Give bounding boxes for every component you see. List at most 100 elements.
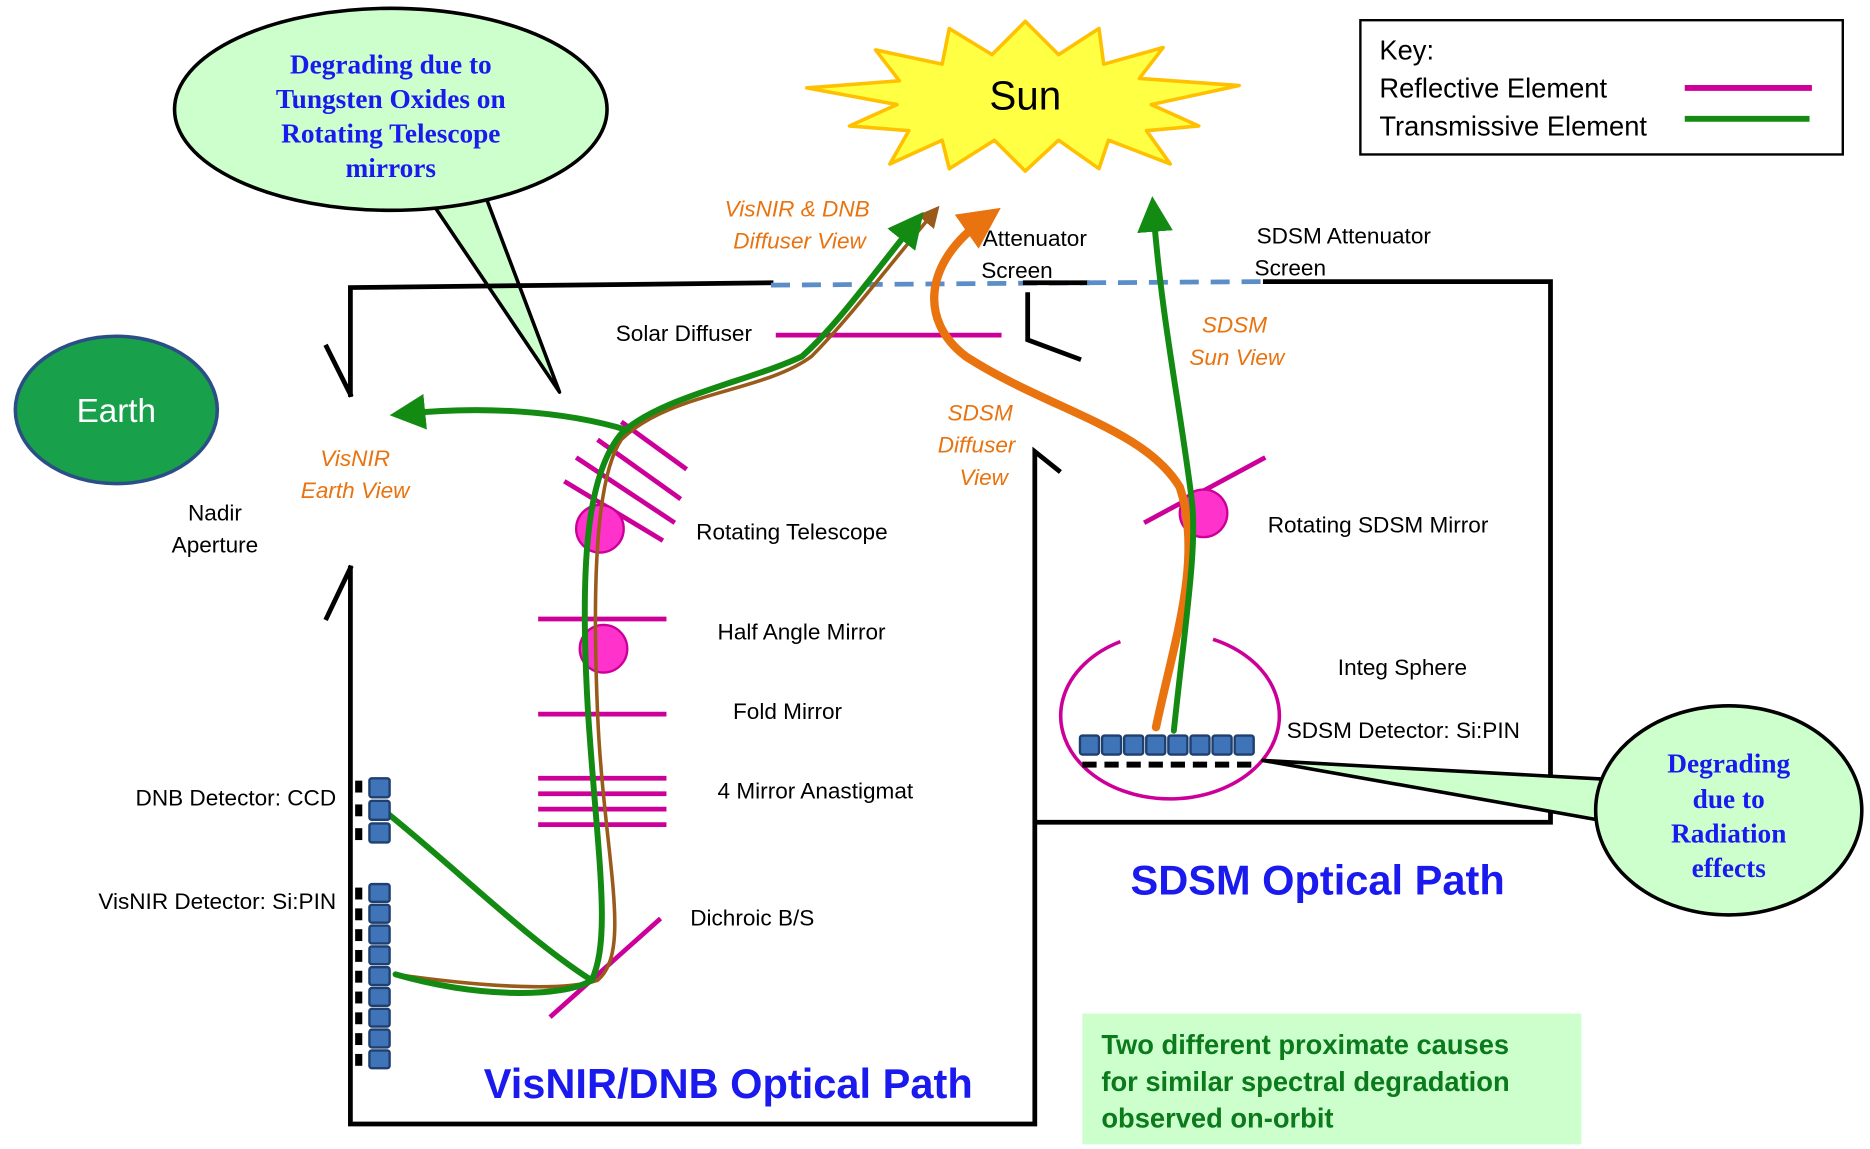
solar-diffuser-label: Solar Diffuser [616,321,753,346]
note-line-1: Two different proximate causes [1101,1029,1509,1060]
bubble-line-4: mirrors [346,153,437,183]
visnir-detector-label: VisNIR Detector: Si:PIN [98,889,336,914]
sdsm-pixel [1078,734,1101,756]
labels: Nadir Aperture VisNIR Earth View VisNIR … [98,196,1520,930]
earth-label: Earth [77,393,156,430]
sdsm-diffuser-ray [930,207,1193,732]
sdsm-attenuator-screen-line [1087,279,1266,286]
instrument-housing [323,279,1553,1127]
visnir-pixel [368,924,391,945]
visnir-top-wall [348,280,774,397]
nadir-baffle-upper [323,343,354,398]
light-rays [380,196,1197,996]
bubble-body [172,6,609,213]
dnb-pixel [368,799,391,822]
sdsm-pixel [1211,734,1233,756]
visnir-earth-view-line-1: VisNIR [320,446,390,471]
visnir-earth-view-line-2: Earth View [301,478,411,503]
note-box: Two different proximate causes for simil… [1082,1013,1582,1145]
dnb-detector-label: DNB Detector: CCD [136,786,337,811]
radiation-line-1: Degrading [1667,748,1790,778]
visnir-pixel [368,882,391,904]
radiation-degradation-bubble: Degrading due to Radiation effects [1261,704,1864,917]
visnir-detector-mark [355,970,363,983]
radiation-line-2: due to [1693,784,1765,814]
visnir-detector-mark [355,929,363,942]
nadir-aperture-line-2: Aperture [172,533,259,558]
bubble-line-2: Tungsten Oxides on [276,84,506,114]
sdsm-detector-mark [1082,761,1097,768]
visnir-detector-mark [355,887,363,900]
visnir-detector-mark [355,1053,363,1066]
sdsm-diffuser-view-line-2: Diffuser [938,433,1017,458]
sun-starburst [804,19,1241,173]
sdsm-detector-mark [1170,761,1185,768]
diffuser-baffle [1025,292,1082,362]
earth-ellipse [13,334,220,486]
dnb-pixel [368,822,391,844]
sun-label: Sun [989,72,1061,118]
visnir-pixel [368,986,391,1008]
radiation-bubble-body [1593,704,1864,917]
visnir-pixel [368,1007,391,1028]
sdsm-pixel [1189,734,1211,756]
sdsm-pixel [1122,734,1145,756]
four-mirror-anastigmat-label: 4 Mirror Anastigmat [718,778,914,803]
visnir-detector-mark [355,1012,363,1025]
visnir-path-title: VisNIR/DNB Optical Path [484,1060,973,1107]
attenuator-screen-line-2: Screen [981,258,1053,283]
sdsm-detector-mark [1214,761,1230,768]
sdsm-detector-mark [1148,761,1163,768]
integrating-sphere [1058,637,1282,801]
sdsm-pixel [1167,734,1189,756]
sdsm-sun-view-ray [1137,196,1197,734]
sdsm-detector-mark [1126,761,1141,768]
note-line-2: for similar spectral degradation [1101,1066,1509,1097]
key-legend: Key: Reflective Element Transmissive Ele… [1359,19,1844,156]
sdsm-sun-view-line-2: Sun View [1189,345,1286,370]
half-angle-mirror-label: Half Angle Mirror [718,619,887,644]
diffuser-view-line-2: Diffuser View [733,228,867,253]
sun: Sun [804,19,1241,173]
sdsm-attenuator-line-2: Screen [1255,256,1327,281]
sdsm-pixel [1145,734,1167,756]
visnir-diffuser-ray [392,211,924,996]
earth: Earth [13,334,220,486]
key-title: Key: [1379,34,1434,65]
sdsm-pixel [1100,734,1123,756]
visnir-pixel [368,966,391,987]
sdsm-attenuator-line-1: SDSM Attenuator [1257,224,1432,249]
visnir-detector-sipin [355,882,391,1070]
dichroic-label: Dichroic B/S [690,906,814,931]
sdsm-detector-mark [1192,761,1208,768]
sdsm-detector-mark [1237,761,1252,768]
nadir-aperture-line-1: Nadir [188,500,242,525]
nadir-baffle-lower [323,564,354,622]
key-transmissive-label: Transmissive Element [1379,110,1647,141]
rotating-telescope-label: Rotating Telescope [696,519,887,544]
rotating-telescope-mirrors [563,419,689,554]
visnir-pixel [368,1049,391,1070]
visnir-pixel [368,903,391,924]
sdsm-pixel [1233,734,1255,756]
visnir-pixel [368,945,391,966]
sdsm-diffuser-view-line-3: View [959,465,1009,490]
sdsm-sun-view-line-1: SDSM [1202,313,1267,338]
key-reflective-label: Reflective Element [1379,72,1607,103]
four-mirror-anastigmat [538,775,667,827]
sdsm-detector-mark [1104,761,1119,768]
sdsm-detector-label: SDSM Detector: Si:PIN [1287,718,1520,743]
sdsm-detector-sipin [1078,734,1255,768]
dnb-detector-ray [380,807,595,984]
rotating-sdsm-mirror-label: Rotating SDSM Mirror [1268,512,1489,537]
visnir-detector-mark [355,1033,363,1046]
telescope-degradation-bubble: Degrading due to Tungsten Oxides on Rota… [172,6,609,394]
sdsm-path-title: SDSM Optical Path [1130,857,1504,904]
visnir-detector-mark [355,908,363,921]
sdsm-diffuser-view-line-1: SDSM [948,401,1013,426]
radiation-line-4: effects [1692,853,1766,883]
visnir-earth-view-ray [389,393,631,434]
dnb-pixel [368,777,391,799]
visnir-left-wall [348,446,1062,1127]
